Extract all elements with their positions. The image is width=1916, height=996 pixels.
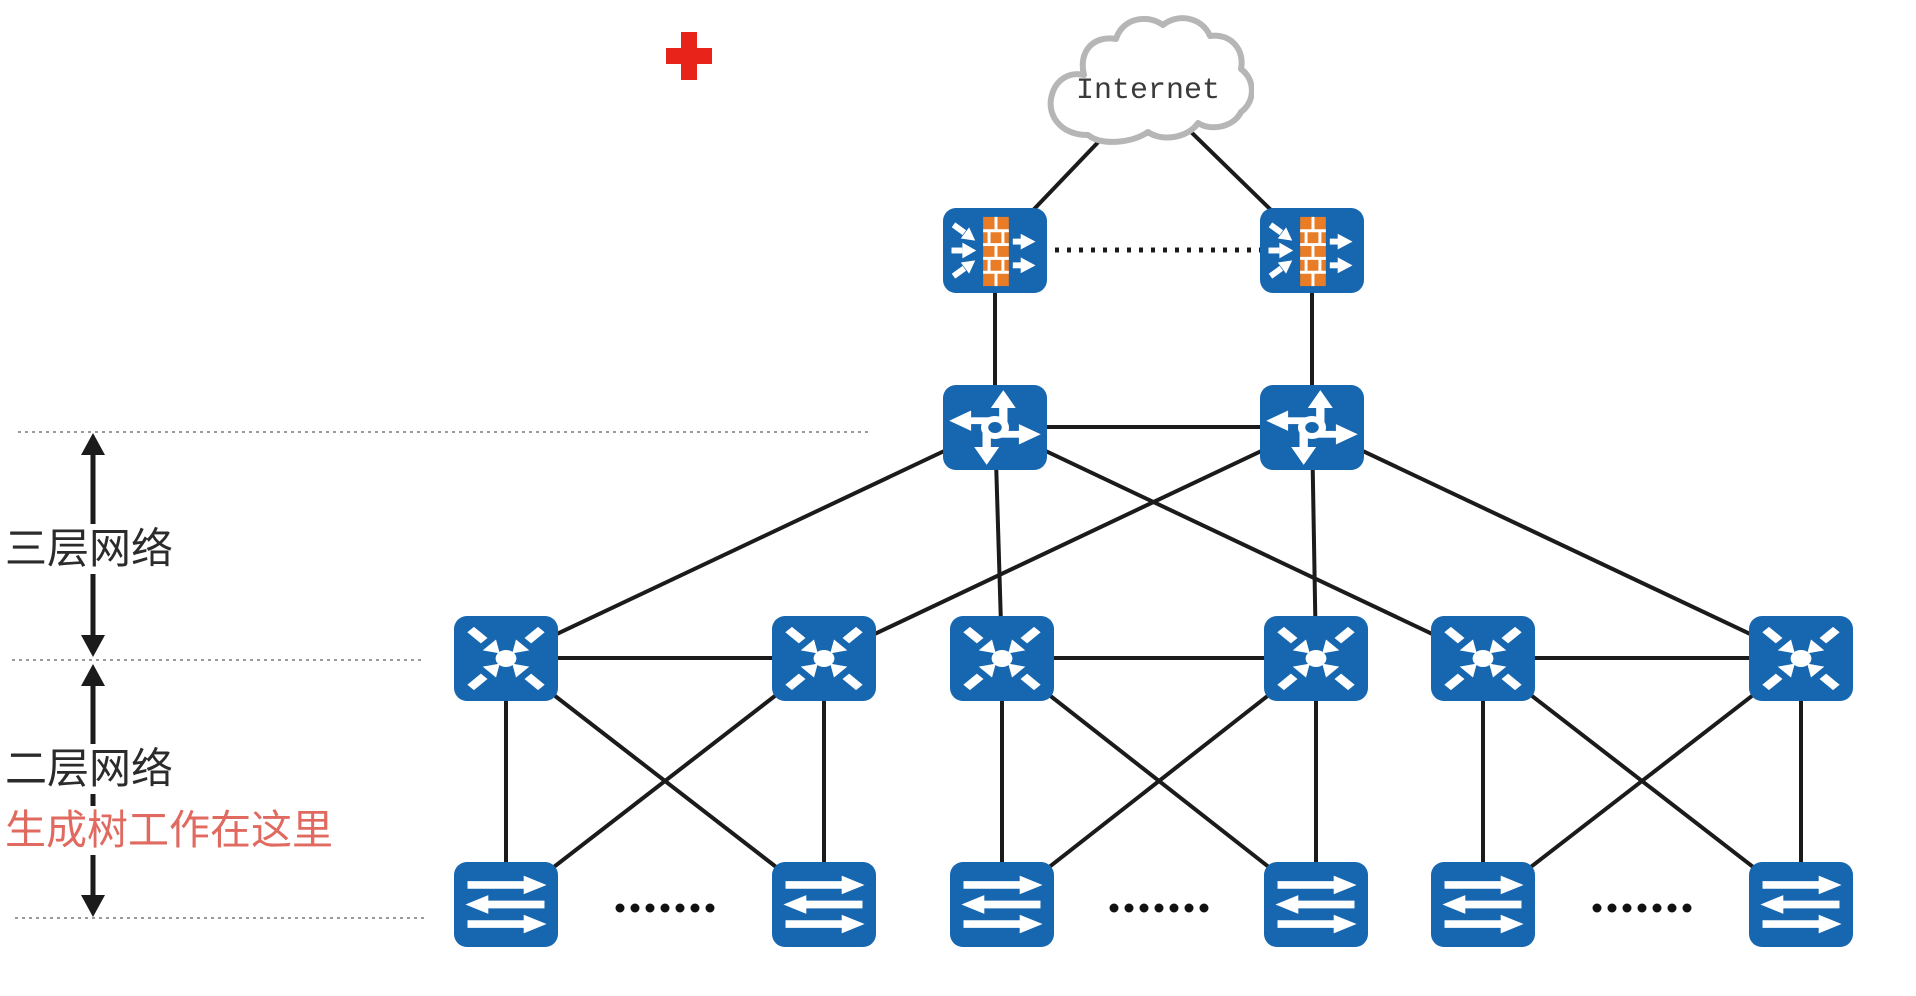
- spanning-tree-note-label: 生成树工作在这里: [5, 806, 341, 856]
- link-agg2-acc1: [504, 656, 826, 906]
- ellipsis-dots-3: [1592, 903, 1602, 913]
- layer-span-arrow-1-head-down: [81, 635, 105, 657]
- layer-span-arrow-1-head-up: [81, 433, 105, 455]
- link-r1-agg3: [993, 426, 1004, 659]
- layer3-network-label: 三层网络: [5, 524, 182, 575]
- ellipsis-dots-1: [615, 903, 625, 913]
- link-agg6-acc5: [1481, 656, 1803, 906]
- link-r2-agg6: [1311, 425, 1802, 660]
- ellipsis-dots-2: [1184, 903, 1194, 913]
- ellipsis-dots-1: [645, 903, 655, 913]
- ellipsis-dots-1: [630, 903, 640, 913]
- ellipsis-dots-1: [705, 903, 715, 913]
- link-r2-agg4: [1310, 426, 1318, 659]
- ellipsis-dots-3: [1637, 903, 1647, 913]
- ellipsis-dots-3: [1667, 903, 1677, 913]
- link-r2-agg2: [823, 425, 1313, 660]
- link-agg4-acc3: [1000, 656, 1318, 906]
- ellipsis-dots-2: [1139, 903, 1149, 913]
- ellipsis-dots-2: [1124, 903, 1134, 913]
- ellipsis-dots-2: [1169, 903, 1179, 913]
- ellipsis-dots-2: [1199, 903, 1209, 913]
- layer2-network-label: 二层网络: [5, 744, 182, 795]
- cloud-icon: [1047, 15, 1254, 145]
- link-r1-agg5: [994, 425, 1484, 660]
- internet-label: Internet: [1075, 74, 1221, 108]
- ellipsis-dots-3: [1607, 903, 1617, 913]
- ellipsis-dots-1: [690, 903, 700, 913]
- internet-cloud: Internet: [1042, 8, 1254, 162]
- layer-span-arrow-2-head-down: [81, 895, 105, 917]
- link-r1-agg1: [505, 425, 996, 660]
- layer-span-arrow-2-head-up: [81, 664, 105, 686]
- ellipsis-dots-3: [1652, 903, 1662, 913]
- ellipsis-dots-1: [660, 903, 670, 913]
- ellipsis-dots-1: [675, 903, 685, 913]
- ellipsis-dots-2: [1109, 903, 1119, 913]
- red-cross-icon: [666, 32, 712, 80]
- ellipsis-dots-2: [1154, 903, 1164, 913]
- ellipsis-dots-3: [1682, 903, 1692, 913]
- ellipsis-dots-3: [1622, 903, 1632, 913]
